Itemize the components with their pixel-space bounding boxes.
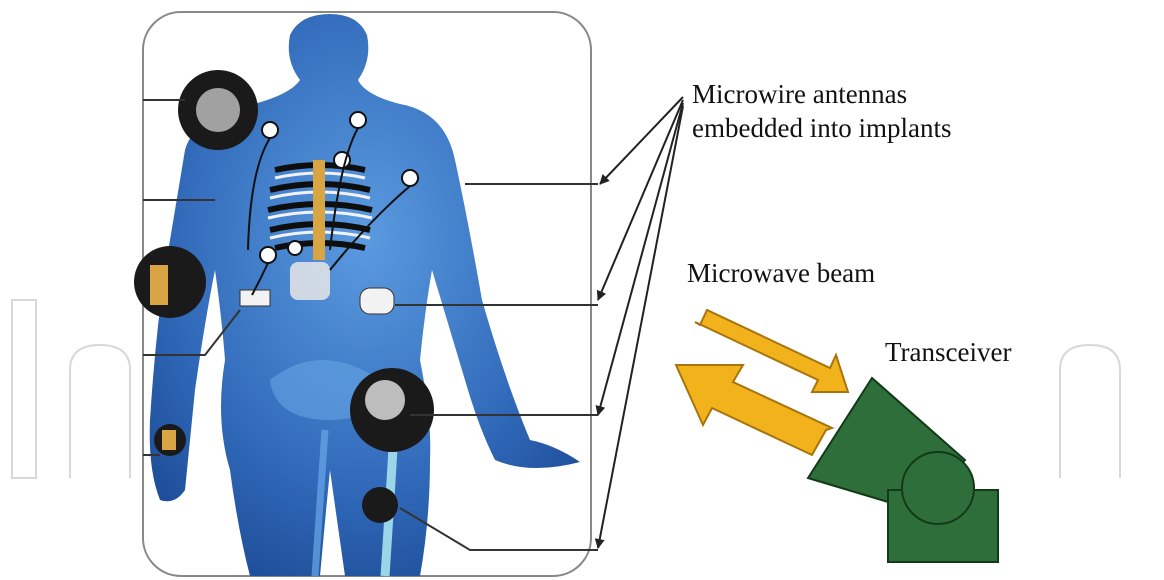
antennas-label: Microwire antennas embedded into implant… bbox=[692, 78, 951, 146]
antenna-pointer-arrows bbox=[598, 97, 683, 548]
transceiver-device bbox=[808, 378, 998, 562]
antennas-label-line2: embedded into implants bbox=[692, 112, 951, 146]
antennas-label-line1: Microwire antennas bbox=[692, 78, 951, 112]
transceiver-label: Transceiver bbox=[885, 336, 1011, 370]
microwave-beam-arrows bbox=[676, 310, 848, 455]
microwave-beam-label: Microwave beam bbox=[687, 257, 875, 291]
